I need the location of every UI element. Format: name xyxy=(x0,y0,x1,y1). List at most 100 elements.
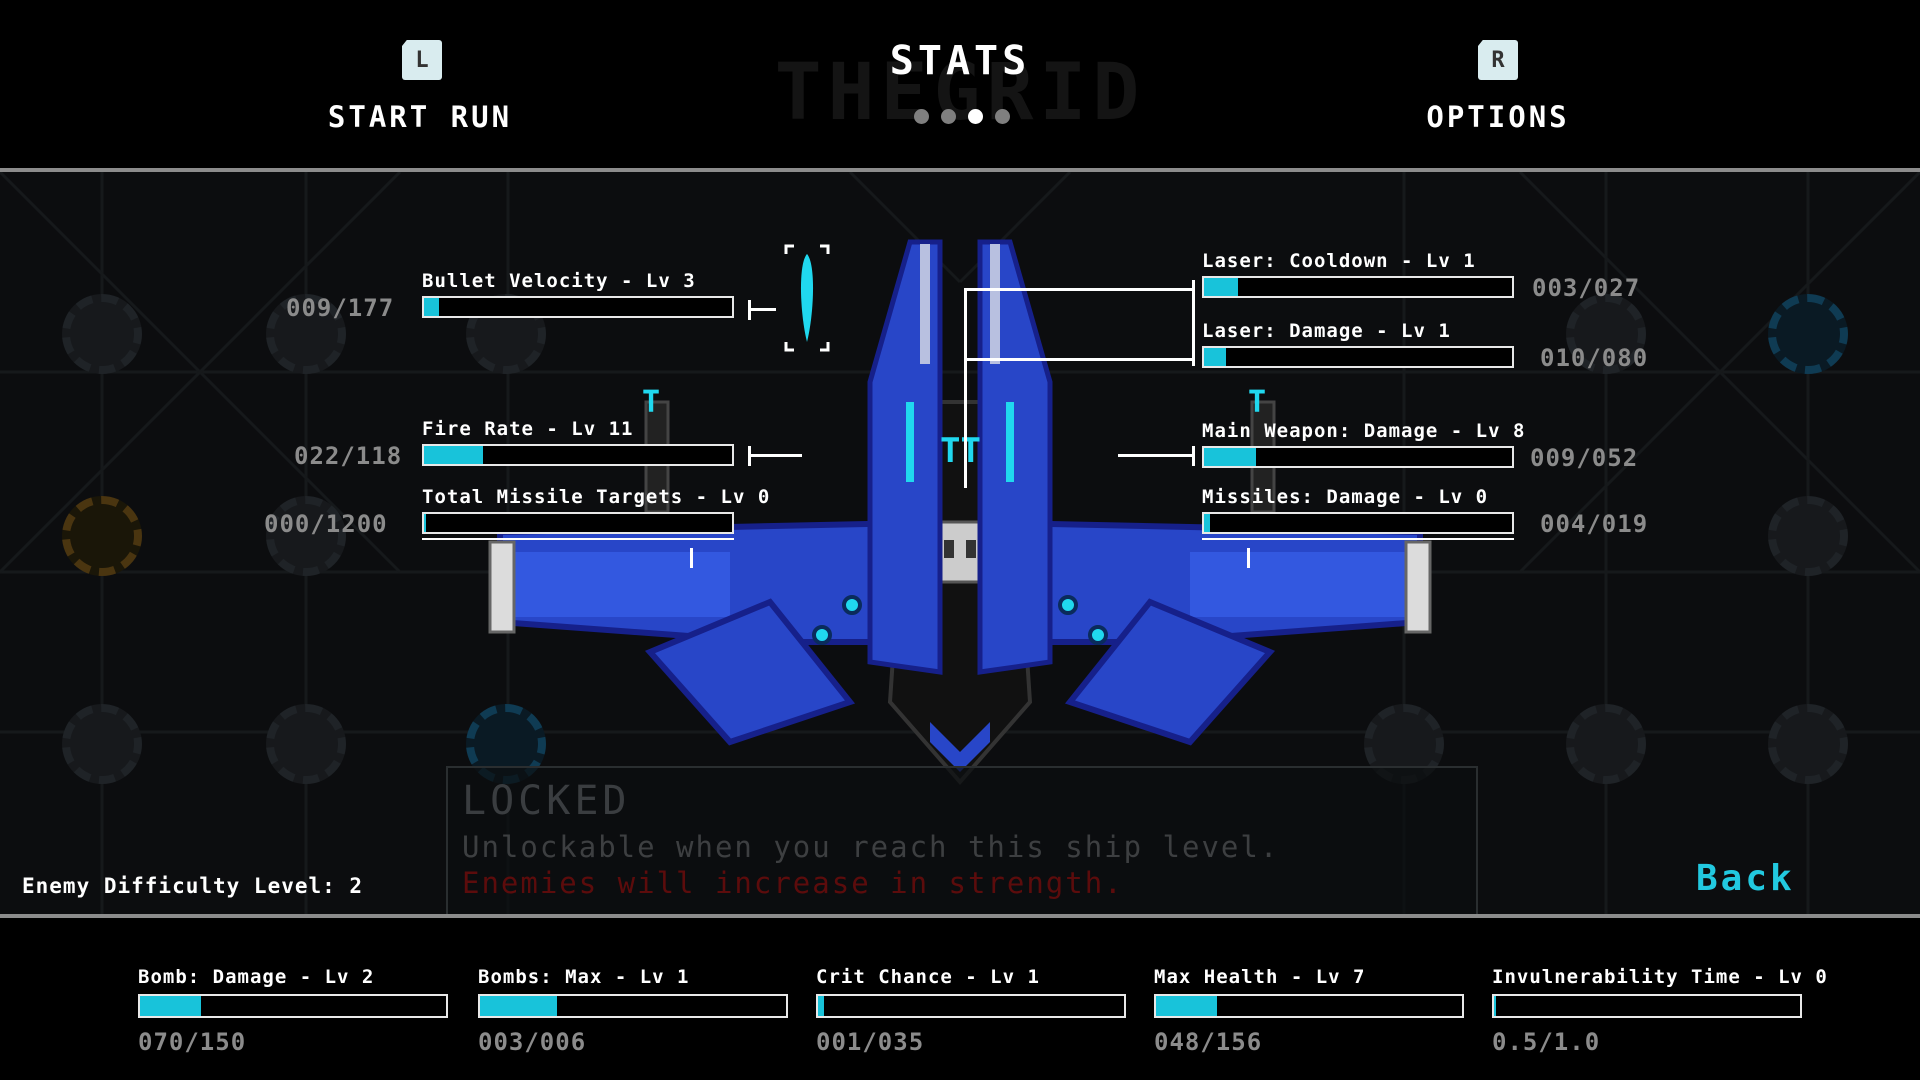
invulnerability-time-label: Invulnerability Time - Lv 0 xyxy=(1492,966,1828,988)
connector-line xyxy=(422,538,734,540)
svg-text:T: T xyxy=(642,385,660,420)
tree-node-icon[interactable] xyxy=(266,294,346,374)
progress-fill xyxy=(1204,448,1257,466)
connector-line xyxy=(748,446,751,466)
connector-line xyxy=(1118,454,1194,457)
bombs-max-label: Bombs: Max - Lv 1 xyxy=(478,966,690,988)
page-dot[interactable] xyxy=(914,109,929,124)
player-ship: TT T T xyxy=(488,239,1432,786)
page-title: STATS xyxy=(889,38,1031,84)
bomb-icon[interactable] xyxy=(1768,294,1848,374)
tree-node-icon[interactable] xyxy=(62,294,142,374)
progress-fill xyxy=(818,996,825,1016)
laser-cooldown-value: 003/027 xyxy=(1532,274,1641,302)
missiles-damage-bar[interactable] xyxy=(1202,512,1514,534)
sword-icon[interactable] xyxy=(1566,704,1646,784)
connector-line xyxy=(964,358,1194,361)
bullet-icon xyxy=(784,244,830,352)
enemy-difficulty-level: Enemy Difficulty Level: 2 xyxy=(22,874,364,898)
bottom-stat-bomb-damage: Bomb: Damage - Lv 2 070/150 xyxy=(138,966,448,1056)
page-dot[interactable] xyxy=(941,109,956,124)
progress-fill xyxy=(424,446,483,464)
bombs-max-bar[interactable] xyxy=(478,994,788,1018)
crit-chance-label: Crit Chance - Lv 1 xyxy=(816,966,1040,988)
missile-targets-bar[interactable] xyxy=(422,512,734,534)
top-bar: THEGRID L START RUN STATS R OPTIONS xyxy=(0,0,1920,172)
svg-text:T: T xyxy=(1248,385,1266,420)
sword-icon[interactable] xyxy=(266,704,346,784)
top-separator xyxy=(0,168,1920,172)
laser-damage-value: 010/080 xyxy=(1540,344,1649,372)
progress-fill xyxy=(1204,514,1211,532)
bottom-stat-max-health: Max Health - Lv 7 048/156 xyxy=(1154,966,1464,1056)
bullet-velocity-bar[interactable] xyxy=(422,296,734,318)
connector-line xyxy=(1192,446,1195,466)
locked-description: Unlockable when you reach this ship leve… xyxy=(462,830,1280,864)
bottom-stat-invulnerability: Invulnerability Time - Lv 0 0.5/1.0 xyxy=(1492,966,1828,1056)
connector-line xyxy=(964,288,967,488)
progress-fill xyxy=(140,996,202,1016)
connector-line xyxy=(1192,280,1195,366)
crit-chance-bar[interactable] xyxy=(816,994,1126,1018)
bottom-stat-crit-chance: Crit Chance - Lv 1 001/035 xyxy=(816,966,1126,1056)
tree-node-icon[interactable] xyxy=(266,496,346,576)
connector-line xyxy=(748,308,776,311)
progress-fill xyxy=(1204,278,1238,296)
bomb-damage-label: Bomb: Damage - Lv 2 xyxy=(138,966,375,988)
fire-rate-bar[interactable] xyxy=(422,444,734,466)
crosshair-icon[interactable] xyxy=(62,496,142,576)
bullet-velocity-value: 009/177 xyxy=(286,294,395,322)
laser-damage-bar[interactable] xyxy=(1202,346,1514,368)
progress-fill xyxy=(424,514,427,532)
crit-chance-value: 001/035 xyxy=(816,1028,925,1056)
max-health-value: 048/156 xyxy=(1154,1028,1263,1056)
laser-cooldown-label: Laser: Cooldown - Lv 1 xyxy=(1202,250,1476,272)
bomb-damage-value: 070/150 xyxy=(138,1028,247,1056)
start-run-button[interactable]: START RUN xyxy=(327,100,513,134)
connector-line xyxy=(1202,538,1514,540)
bomb-damage-bar[interactable] xyxy=(138,994,448,1018)
bombs-max-value: 003/006 xyxy=(478,1028,587,1056)
locked-panel xyxy=(446,766,1478,918)
progress-fill xyxy=(1204,348,1226,366)
back-button[interactable]: Back xyxy=(1696,858,1795,899)
connector-line xyxy=(748,300,751,320)
laser-cooldown-bar[interactable] xyxy=(1202,276,1514,298)
connector-line xyxy=(964,288,1194,291)
connector-line xyxy=(1247,548,1250,568)
missile-targets-label: Total Missile Targets - Lv 0 xyxy=(422,486,771,508)
options-key: R xyxy=(1491,48,1505,73)
page-dot-active[interactable] xyxy=(968,109,983,124)
missile-targets-value: 000/1200 xyxy=(264,510,388,538)
background-watermark: THEGRID xyxy=(774,48,1146,138)
fire-rate-label: Fire Rate - Lv 11 xyxy=(422,418,634,440)
tree-node-icon[interactable] xyxy=(1768,704,1848,784)
start-run-key-icon: L xyxy=(402,40,442,80)
max-health-label: Max Health - Lv 7 xyxy=(1154,966,1366,988)
progress-fill xyxy=(424,298,440,316)
svg-text:TT: TT xyxy=(940,431,981,471)
star-icon[interactable] xyxy=(62,704,142,784)
main-weapon-damage-label: Main Weapon: Damage - Lv 8 xyxy=(1202,420,1526,442)
stats-panel: TT T T Bullet Velocity - Lv 3 009/177 Fi… xyxy=(0,172,1920,918)
progress-fill xyxy=(480,996,557,1016)
progress-fill xyxy=(1156,996,1218,1016)
options-key-icon: R xyxy=(1478,40,1518,80)
options-button[interactable]: OPTIONS xyxy=(1426,100,1570,134)
main-weapon-damage-value: 009/052 xyxy=(1530,444,1639,472)
max-health-bar[interactable] xyxy=(1154,994,1464,1018)
locked-title: LOCKED xyxy=(462,778,631,824)
bottom-stat-bombs-max: Bombs: Max - Lv 1 003/006 xyxy=(478,966,788,1056)
connector-line xyxy=(690,548,693,568)
skull-icon[interactable] xyxy=(1768,496,1848,576)
bottom-separator xyxy=(0,914,1920,919)
fire-rate-value: 022/118 xyxy=(294,442,403,470)
invulnerability-time-bar[interactable] xyxy=(1492,994,1802,1018)
page-dot[interactable] xyxy=(995,109,1010,124)
invulnerability-time-value: 0.5/1.0 xyxy=(1492,1028,1601,1056)
locked-warning: Enemies will increase in strength. xyxy=(462,866,1124,900)
tree-node-icon[interactable] xyxy=(1566,294,1646,374)
progress-fill xyxy=(1494,996,1497,1016)
main-weapon-damage-bar[interactable] xyxy=(1202,446,1514,468)
page-indicator xyxy=(908,109,1016,128)
